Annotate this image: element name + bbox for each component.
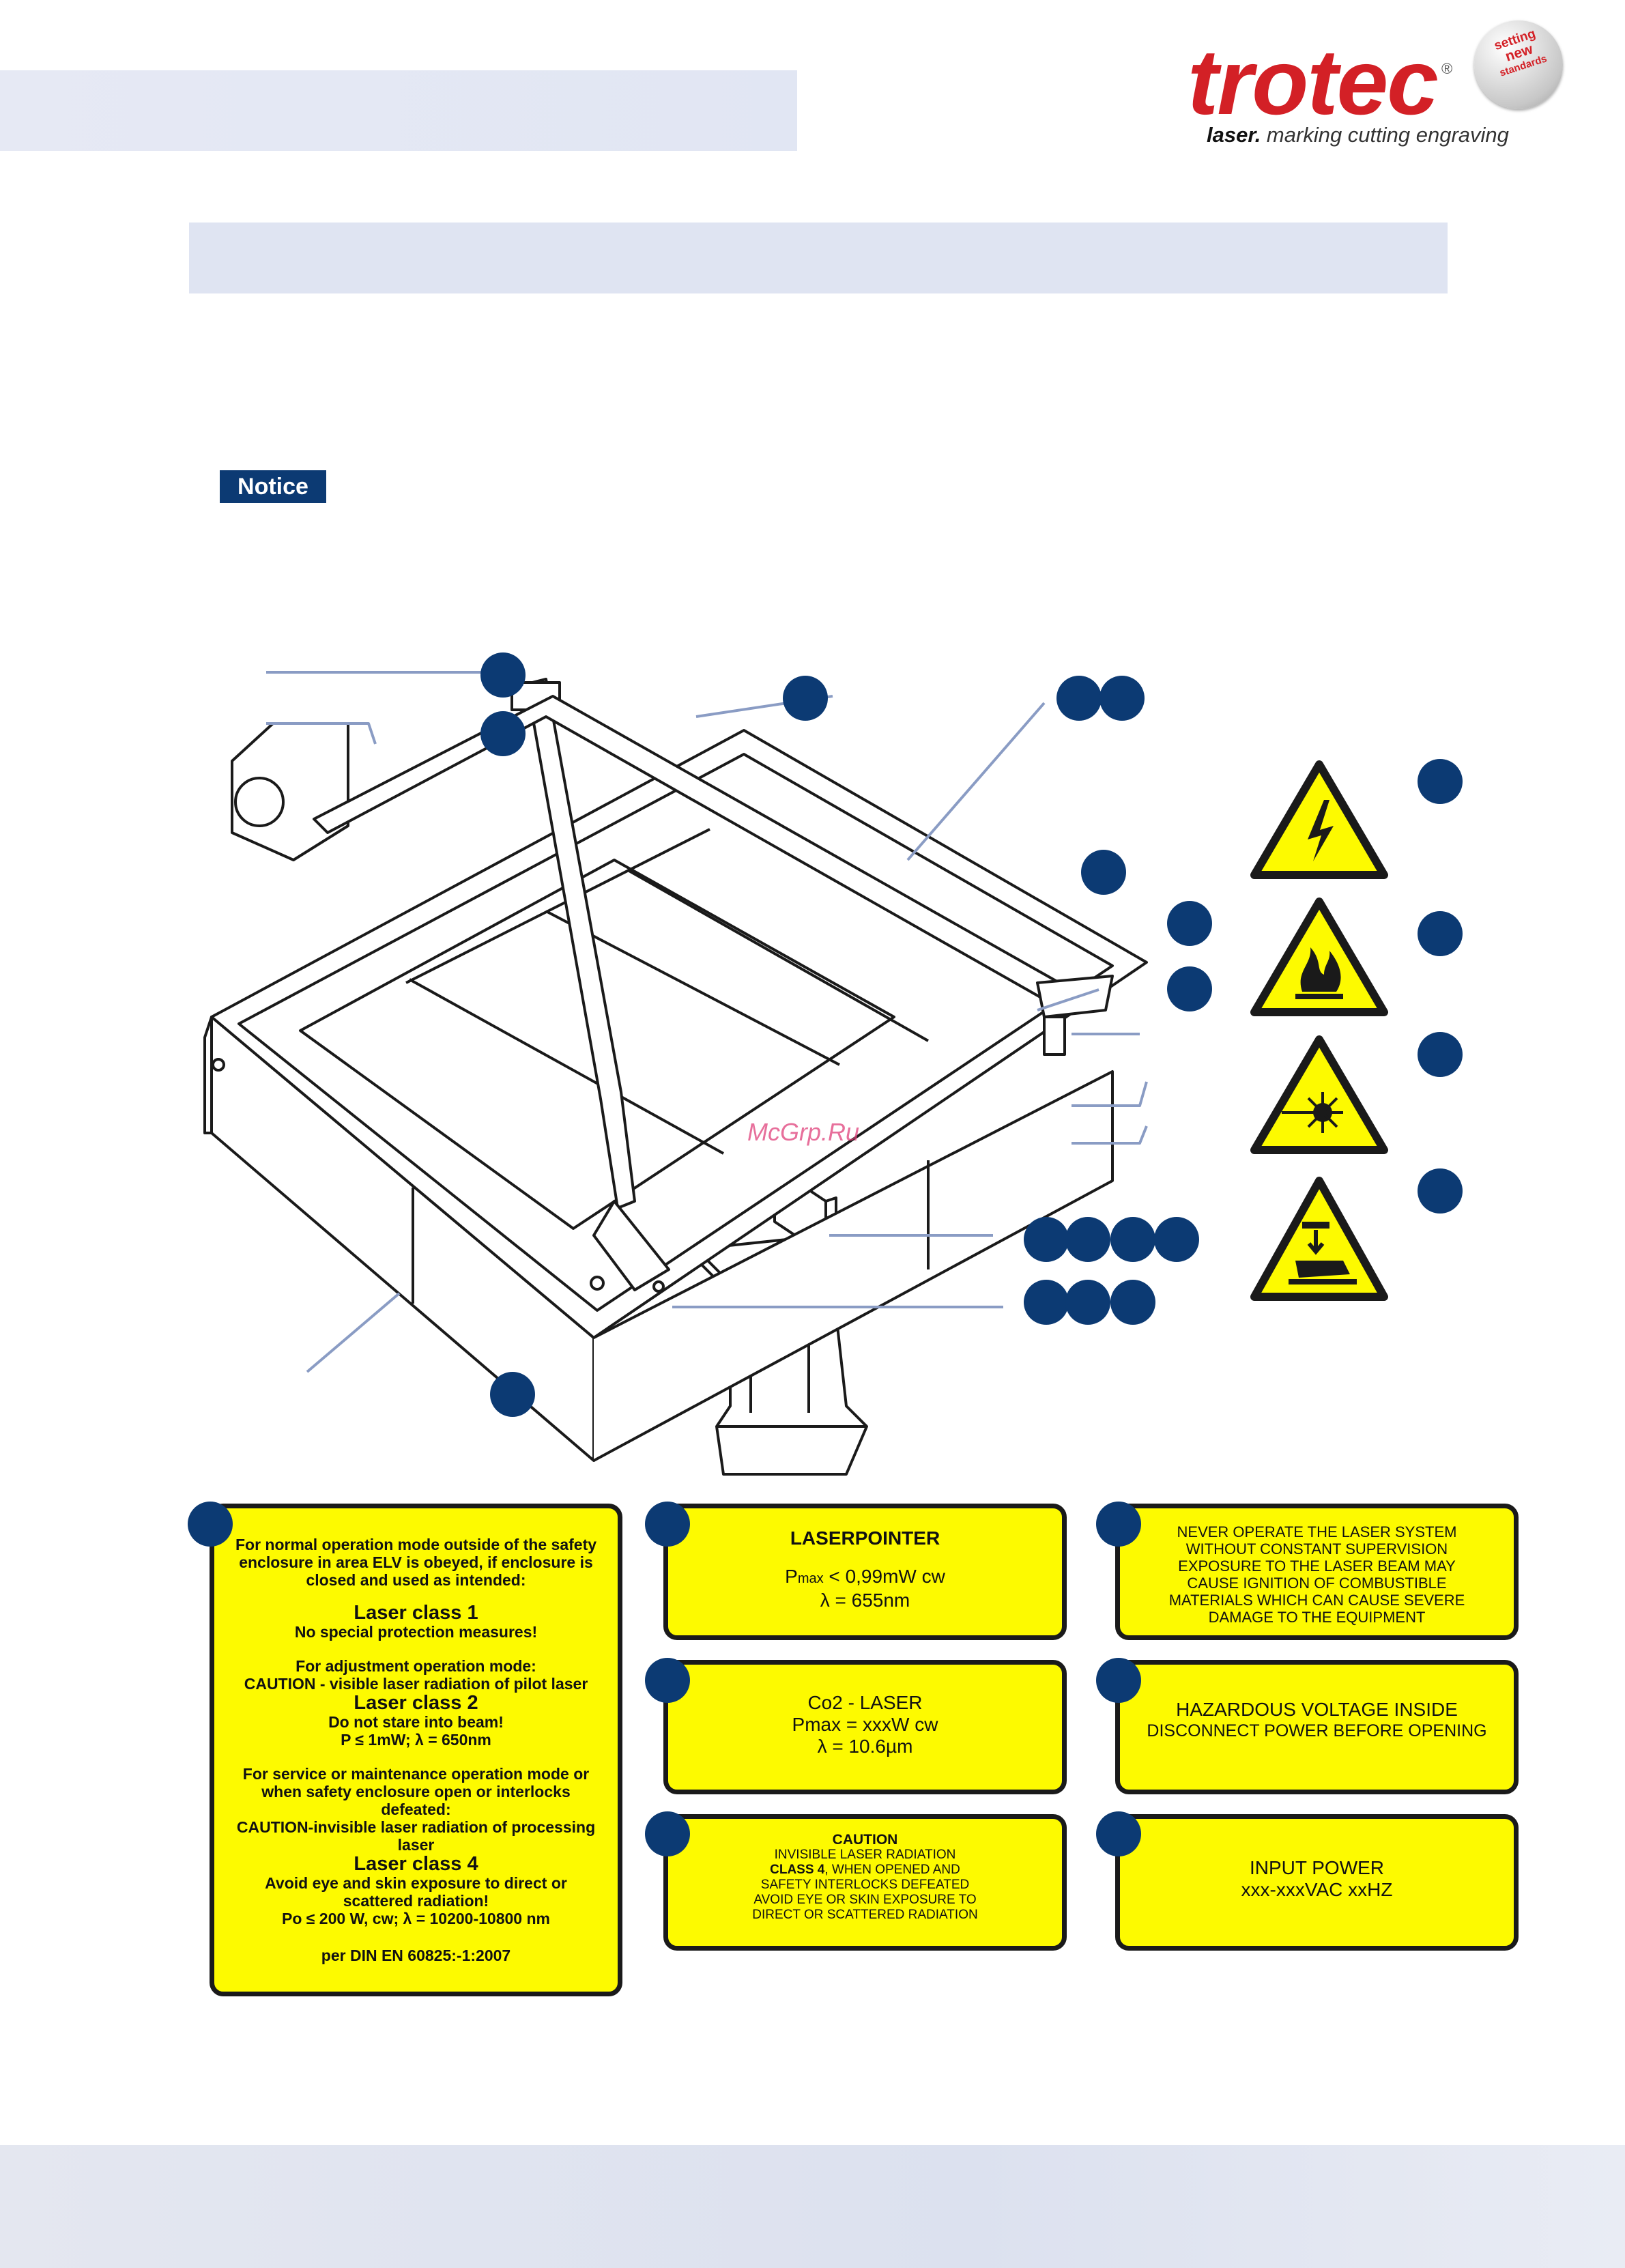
header-band xyxy=(0,70,797,151)
never-operate-line-4: CAUSE IGNITION OF COMBUSTIBLE xyxy=(1187,1575,1447,1592)
callout-marker xyxy=(188,1502,233,1547)
setting-new-standards-seal xyxy=(1474,20,1563,109)
voltage-text: DISCONNECT POWER BEFORE OPENING xyxy=(1147,1721,1487,1740)
adjustment-intro: For adjustment operation mode: xyxy=(296,1657,536,1675)
laser-class-4-spec: Po ≤ 200 W, cw; λ = 10200-10800 nm xyxy=(282,1910,550,1927)
caution-class4-label: CAUTION INVISIBLE LASER RADIATION CLASS … xyxy=(663,1814,1067,1951)
power-value: < 0,99mW cw xyxy=(823,1566,945,1587)
co2-title: Co2 - LASER xyxy=(807,1692,923,1713)
caution-line-3: SAFETY INTERLOCKS DEFEATED xyxy=(760,1878,970,1892)
callout-marker xyxy=(1418,759,1463,804)
callout-marker xyxy=(1056,676,1102,721)
caution-class: CLASS 4 xyxy=(770,1863,825,1877)
callout-marker xyxy=(1418,1168,1463,1214)
flammable-hazard-icon xyxy=(1250,898,1388,1016)
caution-title: CAUTION xyxy=(832,1832,898,1848)
co2-power: Pmax = xxxW cw xyxy=(792,1714,938,1735)
never-operate-line-6: DAMAGE TO THE EQUIPMENT xyxy=(1208,1609,1426,1626)
callout-marker xyxy=(783,676,828,721)
laser-class-1-text: No special protection measures! xyxy=(294,1623,538,1641)
callout-marker xyxy=(645,1502,690,1547)
laser-class-label: For normal operation mode outside of the… xyxy=(210,1504,622,1996)
laserpointer-label: LASERPOINTER Pmax < 0,99mW cw λ = 655nm xyxy=(663,1504,1067,1640)
co2-laser-label: Co2 - LASER Pmax = xxxW cw λ = 10.6µm xyxy=(663,1660,1067,1794)
callout-marker xyxy=(1024,1280,1069,1325)
adjustment-caution: CAUTION - visible laser radiation of pil… xyxy=(244,1675,588,1693)
callout-marker xyxy=(1024,1217,1069,1262)
laserpointer-wavelength: λ = 655nm xyxy=(820,1590,910,1611)
callout-marker xyxy=(490,1372,535,1417)
caution-line-5: DIRECT OR SCATTERED RADIATION xyxy=(752,1908,978,1922)
power-symbol: P xyxy=(785,1566,798,1587)
never-operate-line-5: MATERIALS WHICH CAN CAUSE SEVERE xyxy=(1168,1592,1465,1609)
never-operate-line-1: NEVER OPERATE THE LASER SYSTEM xyxy=(1177,1523,1457,1540)
trotec-logo: trotec xyxy=(1188,30,1439,134)
service-caution: CAUTION-invisible laser radiation of pro… xyxy=(236,1818,596,1854)
callout-marker xyxy=(645,1658,690,1703)
section-heading-band xyxy=(189,223,1448,293)
hazardous-voltage-label: HAZARDOUS VOLTAGE INSIDE DISCONNECT POWE… xyxy=(1115,1660,1519,1794)
callout-marker xyxy=(1167,901,1212,946)
registered-mark: ® xyxy=(1441,60,1453,77)
co2-wavelength: λ = 10.6µm xyxy=(817,1736,913,1757)
callout-marker xyxy=(1418,911,1463,956)
laser-radiation-icon xyxy=(1250,1035,1388,1154)
input-power-text: xxx-xxxVAC xxHZ xyxy=(1241,1879,1393,1900)
caution-line-2-rest: , WHEN OPENED AND xyxy=(824,1863,960,1877)
caution-line-4: AVOID EYE OR SKIN EXPOSURE TO xyxy=(753,1893,977,1907)
electrical-hazard-icon xyxy=(1250,760,1388,879)
laser-class-4-text: Avoid eye and skin exposure to direct or… xyxy=(265,1874,567,1910)
callout-marker xyxy=(1099,676,1145,721)
laser-class-1-title: Laser class 1 xyxy=(354,1602,478,1624)
never-operate-line-3: EXPOSURE TO THE LASER BEAM MAY xyxy=(1178,1558,1456,1575)
callout-marker xyxy=(645,1811,690,1856)
laser-class-intro: For normal operation mode outside of the… xyxy=(235,1536,597,1589)
watermark: McGrp.Ru xyxy=(747,1118,860,1146)
callout-marker xyxy=(1110,1280,1155,1325)
tagline-rest: marking cutting engraving xyxy=(1261,123,1509,147)
service-intro: For service or maintenance operation mod… xyxy=(242,1765,590,1818)
laserpointer-title: LASERPOINTER xyxy=(790,1527,940,1549)
callout-marker xyxy=(1110,1217,1155,1262)
caution-line-1: INVISIBLE LASER RADIATION xyxy=(774,1848,956,1862)
norm-reference: per DIN EN 60825:-1:2007 xyxy=(321,1947,511,1964)
notice-badge: Notice xyxy=(220,470,326,503)
footer-band xyxy=(0,2145,1625,2268)
laser-class-4-title: Laser class 4 xyxy=(354,1853,478,1875)
callout-marker xyxy=(1167,966,1212,1011)
hand-crush-hazard-icon xyxy=(1250,1177,1388,1301)
callout-marker xyxy=(1065,1217,1110,1262)
input-power-title: INPUT POWER xyxy=(1249,1857,1385,1878)
callout-marker xyxy=(480,711,526,756)
callout-marker xyxy=(1418,1032,1463,1077)
laserpointer-power: Pmax < 0,99mW cw xyxy=(668,1566,1062,1590)
never-operate-line-2: WITHOUT CONSTANT SUPERVISION xyxy=(1185,1540,1448,1558)
callout-marker xyxy=(1154,1217,1199,1262)
logo-tagline: laser. marking cutting engraving xyxy=(1207,123,1509,147)
callout-marker xyxy=(1065,1280,1110,1325)
laser-class-2-spec: P ≤ 1mW; λ = 650nm xyxy=(341,1731,491,1749)
laser-machine-illustration xyxy=(203,671,1148,1476)
callout-marker xyxy=(1096,1658,1141,1703)
laser-class-2-title: Laser class 2 xyxy=(354,1692,478,1714)
tagline-bold: laser. xyxy=(1207,123,1261,147)
power-subscript: max xyxy=(797,1571,824,1586)
caution-line-2: CLASS 4, WHEN OPENED AND xyxy=(668,1863,1062,1878)
callout-marker xyxy=(1096,1811,1141,1856)
input-power-label: INPUT POWER xxx-xxxVAC xxHZ xyxy=(1115,1814,1519,1951)
callout-marker xyxy=(480,652,526,698)
voltage-title: HAZARDOUS VOLTAGE INSIDE xyxy=(1176,1699,1458,1720)
laser-class-2-text: Do not stare into beam! xyxy=(328,1713,504,1731)
callout-marker xyxy=(1096,1502,1141,1547)
never-operate-label: NEVER OPERATE THE LASER SYSTEM WITHOUT C… xyxy=(1115,1504,1519,1640)
callout-marker xyxy=(1081,850,1126,895)
